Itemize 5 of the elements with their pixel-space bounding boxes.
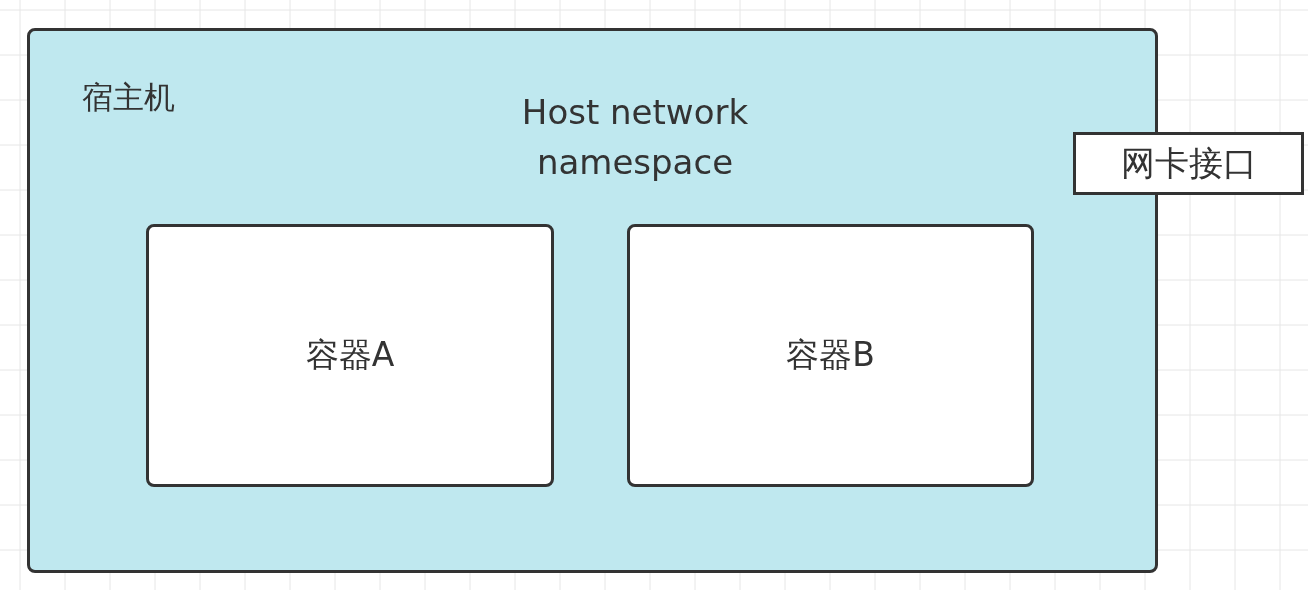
host-label: 宿主机 — [82, 78, 175, 117]
network-interface-box: 网卡接口 — [1073, 132, 1304, 195]
namespace-title: Host network namespace — [520, 91, 750, 184]
container-box: 容器B — [627, 224, 1034, 487]
container-box: 容器A — [146, 224, 554, 487]
